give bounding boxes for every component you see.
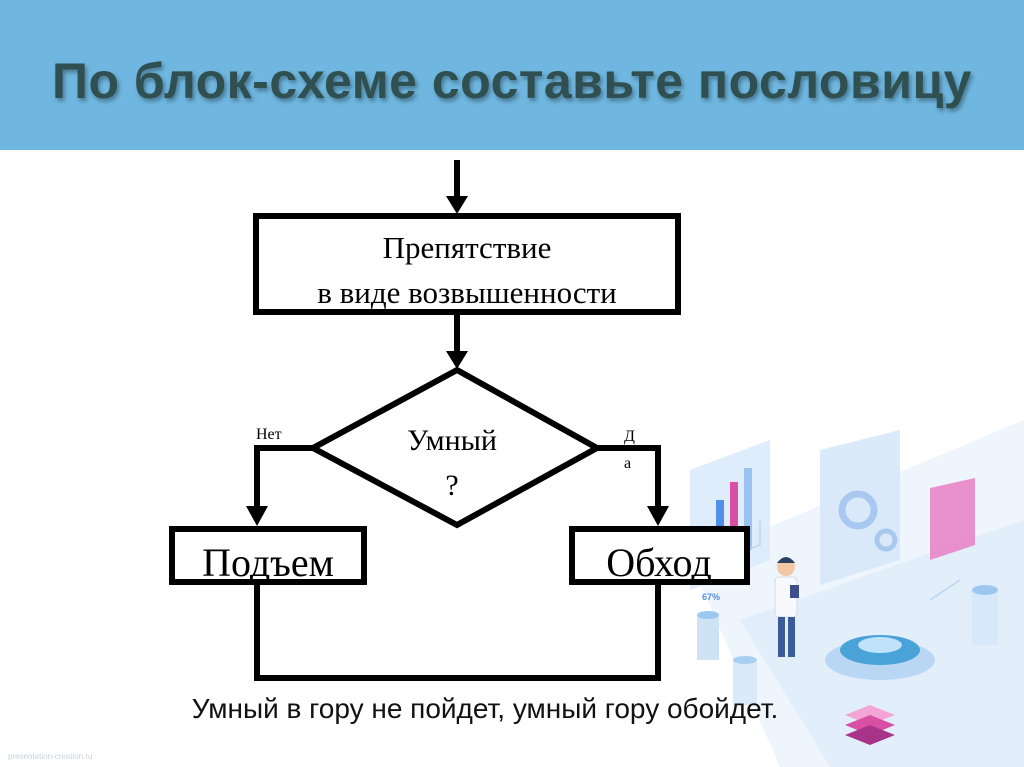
no-branch-label: Нет — [256, 426, 282, 443]
arrowhead-top — [446, 196, 468, 214]
left-outcome-label: Подъем — [202, 540, 334, 585]
yes-branch-label-1: Д — [624, 428, 635, 445]
cylinder-icon — [697, 585, 998, 705]
footer-watermark: presentation-creation.ru — [8, 752, 93, 761]
process-label-line1: Препятствие — [383, 230, 552, 265]
gauge-percent-label: 67% — [702, 592, 720, 602]
magenta-panel-icon — [930, 478, 975, 560]
arrowhead-left — [246, 506, 268, 526]
left-outcome-box — [169, 526, 367, 585]
arrowheads — [246, 196, 669, 526]
right-outcome-box — [569, 526, 750, 585]
arrowhead-right — [647, 506, 669, 526]
scientist-figure-icon — [774, 557, 799, 657]
gear-panel-icon — [820, 430, 900, 585]
slide-title: По блок-схеме составьте пословицу — [52, 53, 972, 109]
proverb-answer: Умный в гору не пойдет, умный гору обойд… — [191, 693, 779, 724]
yes-branch-label-2: а — [624, 455, 631, 472]
decision-label-line1: Умный — [407, 424, 497, 457]
flowchart-connectors — [254, 160, 661, 681]
hologram-platform-icon — [825, 635, 935, 680]
arrowhead-decision — [446, 351, 468, 369]
decision-diamond — [306, 366, 604, 529]
process-box — [253, 213, 681, 315]
process-label-line2: в виде возвышенности — [317, 275, 617, 310]
title-band — [0, 0, 1024, 150]
right-outcome-label: Обход — [606, 540, 711, 585]
decision-label-line2: ? — [445, 469, 458, 502]
layered-chip-icon — [845, 705, 895, 745]
